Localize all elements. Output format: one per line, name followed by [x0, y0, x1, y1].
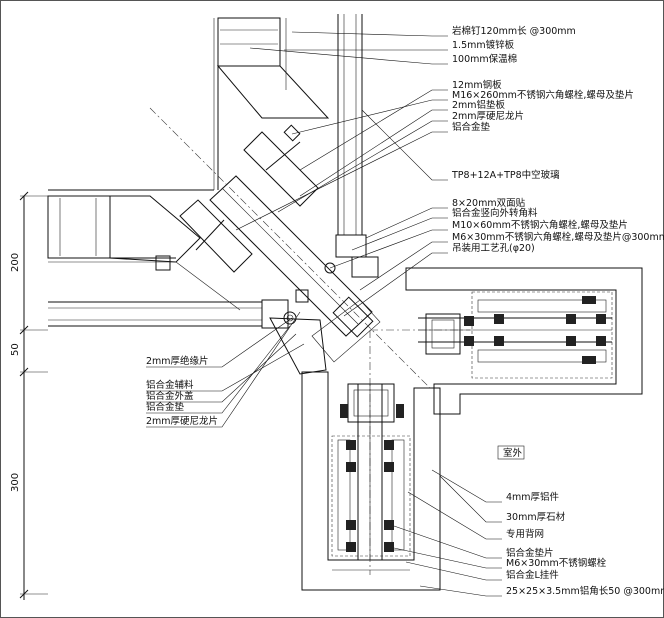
top-label-9: 8×20mm双面贴: [452, 197, 526, 209]
top-label-6: 2mm厚硬尼龙片: [452, 110, 524, 122]
bottom-label-3: 铝合金垫片: [506, 547, 554, 559]
right-stone-cladding: [405, 267, 643, 415]
diagonal-bracket: [155, 124, 381, 375]
dimension-200: 200: [10, 253, 21, 272]
top-label-1: 1.5mm镀锌板: [452, 39, 515, 51]
bottom-label-6: 25×25×3.5mm铝角长50 @300mm: [506, 585, 664, 597]
left-label-1: 铝合金辅料: [146, 379, 194, 391]
bottom-label-0: 4mm厚铝件: [506, 491, 560, 503]
bottom-label-1: 30mm厚石材: [506, 511, 566, 523]
upper-insulation-wall: [213, 17, 330, 190]
diagonal-centre-line: [149, 107, 431, 389]
top-label-3: 12mm钢板: [452, 79, 502, 91]
top-label-10: 铝合金竖向外转角料: [452, 207, 538, 219]
top-label-5: 2mm铝垫板: [452, 99, 506, 111]
top-label-12: M6×30mm不锈钢六角螺栓,螺母及垫片@300mm: [452, 231, 664, 243]
bottom-label-5: 铝合金L挂件: [506, 569, 559, 581]
bottom-label-4: M6×30mm不锈钢螺栓: [506, 557, 607, 569]
bottom-label-2: 专用背网: [506, 528, 544, 540]
top-label-11: M10×60mm不锈钢六角螺栓,螺母及垫片: [452, 219, 628, 231]
dimension-line: [19, 191, 48, 600]
glazing-horizontal: [48, 299, 289, 329]
dimension-300: 300: [10, 473, 21, 492]
exterior-tag-box: [497, 445, 525, 460]
left-insulation-wall: [47, 189, 241, 311]
top-label-4: M16×260mm不锈钢六角螺栓,螺母及垫片: [452, 89, 634, 101]
bottom-stone-cladding: [301, 371, 441, 591]
dimension-50: 50: [10, 343, 21, 356]
top-label-13: 吊装用工艺孔(φ20): [452, 242, 535, 254]
left-label-0: 2mm厚绝缘片: [146, 355, 209, 367]
left-label-2: 铝合金外盖: [146, 390, 194, 402]
exterior-tag: 室外: [503, 447, 523, 459]
top-label-7: 铝合金垫: [452, 121, 491, 133]
leader-lines: [146, 31, 502, 597]
glazing-vertical: [335, 14, 379, 278]
left-label-4: 2mm厚硬尼龙片: [146, 415, 218, 427]
top-label-2: 100mm保温棉: [452, 53, 517, 65]
top-label-8: TP8+12A+TP8中空玻璃: [451, 169, 560, 181]
top-label-0: 岩棉钉120mm长 @300mm: [452, 25, 576, 37]
left-label-3: 铝合金垫: [146, 401, 185, 413]
